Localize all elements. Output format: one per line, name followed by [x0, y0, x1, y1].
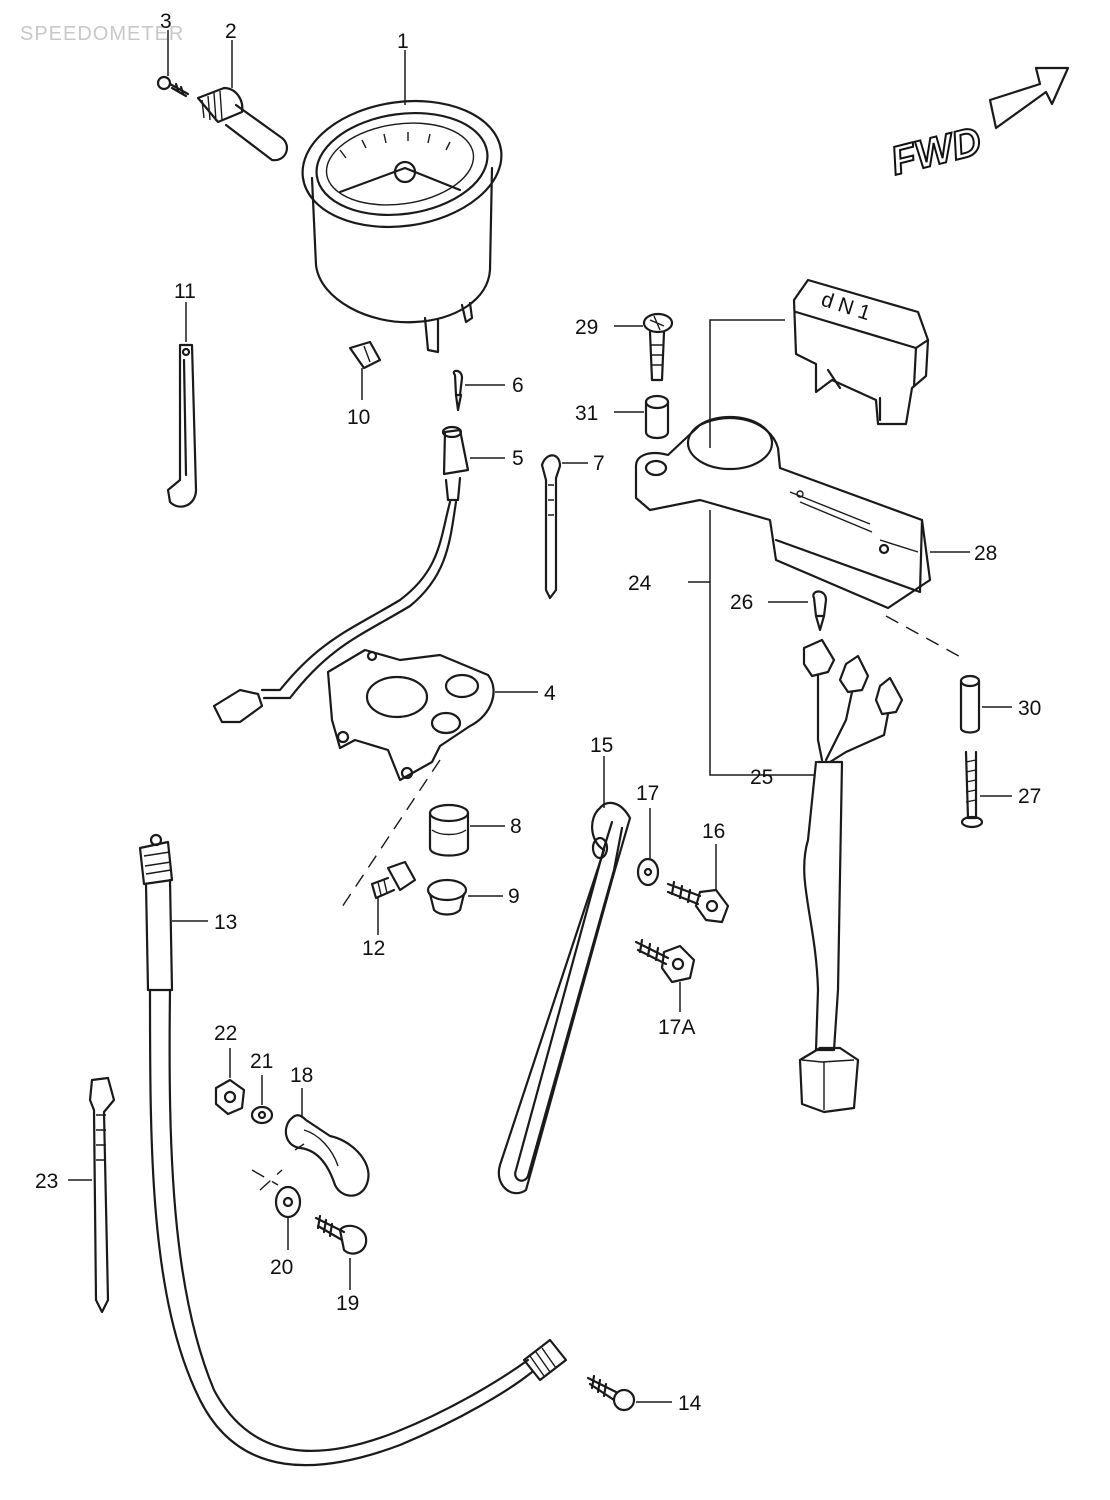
bolt-part-12	[370, 860, 417, 900]
label-5: 5	[512, 447, 524, 470]
grommet-part-8	[428, 803, 470, 857]
socket-wire-part-5	[212, 425, 470, 724]
label-12: 12	[362, 937, 385, 960]
screw-part-29	[642, 312, 674, 382]
label-13: 13	[214, 911, 237, 934]
label-27: 27	[1018, 785, 1041, 808]
label-18: 18	[290, 1064, 313, 1087]
screw-part-19	[314, 1214, 368, 1255]
bolt-part-16	[666, 880, 730, 924]
wiring-harness-part-25	[798, 638, 904, 1114]
bulb-part-6	[452, 369, 464, 412]
label-22: 22	[214, 1022, 237, 1045]
label-1: 1	[397, 30, 409, 53]
label-3: 3	[160, 10, 172, 33]
screw-part-27	[960, 750, 984, 829]
label-9: 9	[508, 885, 520, 908]
speedometer-part-1	[301, 99, 503, 354]
stay-part-15	[497, 801, 632, 1195]
label-16: 16	[702, 820, 725, 843]
label-14: 14	[678, 1392, 702, 1415]
label-30: 30	[1018, 697, 1041, 720]
label-11: 11	[174, 280, 196, 303]
washer-part-17	[636, 857, 660, 887]
trip-knob-part-2	[196, 86, 289, 162]
bulb-part-26	[812, 590, 828, 632]
clamp-part-18	[284, 1114, 370, 1197]
label-10: 10	[347, 406, 370, 429]
bracket-part-4	[326, 648, 495, 782]
label-2: 2	[225, 20, 237, 43]
label-6: 6	[512, 374, 524, 397]
label-23: 23	[35, 1170, 58, 1193]
washer-part-20	[274, 1185, 302, 1219]
washer-part-21	[250, 1105, 274, 1125]
holder-part-10	[348, 340, 382, 370]
gear-indicator-letters: d N 1	[818, 288, 873, 325]
screw-part-14	[586, 1374, 636, 1412]
label-17: 17	[636, 782, 659, 805]
label-24: 24	[628, 572, 652, 595]
label-15: 15	[590, 734, 613, 757]
collar-part-31	[644, 394, 670, 440]
bolt-part-17a	[634, 938, 696, 984]
collar-part-30	[959, 674, 981, 734]
label-8: 8	[510, 815, 522, 838]
label-29: 29	[575, 316, 598, 339]
label-17a: 17A	[658, 1016, 695, 1039]
label-4: 4	[544, 682, 556, 705]
collar-part-9	[426, 878, 468, 916]
label-7: 7	[593, 452, 605, 475]
label-20: 20	[270, 1256, 293, 1279]
cable-tie-part-11	[166, 343, 198, 508]
label-26: 26	[730, 591, 753, 614]
cable-tie-part-7	[540, 454, 562, 600]
diagram-title: SPEEDOMETER	[20, 23, 184, 45]
label-31: 31	[575, 402, 598, 425]
label-25: 25	[750, 766, 773, 789]
fwd-label: FWD	[887, 119, 986, 184]
label-28: 28	[974, 542, 997, 565]
fwd-arrow-icon	[988, 66, 1070, 130]
cable-tie-part-23	[88, 1076, 116, 1314]
label-21: 21	[250, 1050, 273, 1073]
fwd-direction-indicator: FWD	[886, 66, 1070, 185]
indicator-case-part-28: d N 1	[634, 278, 932, 610]
nut-part-22	[214, 1078, 246, 1116]
screw-part-3	[156, 75, 190, 98]
label-19: 19	[336, 1292, 359, 1315]
speedometer-cable-part-13	[138, 833, 568, 1467]
